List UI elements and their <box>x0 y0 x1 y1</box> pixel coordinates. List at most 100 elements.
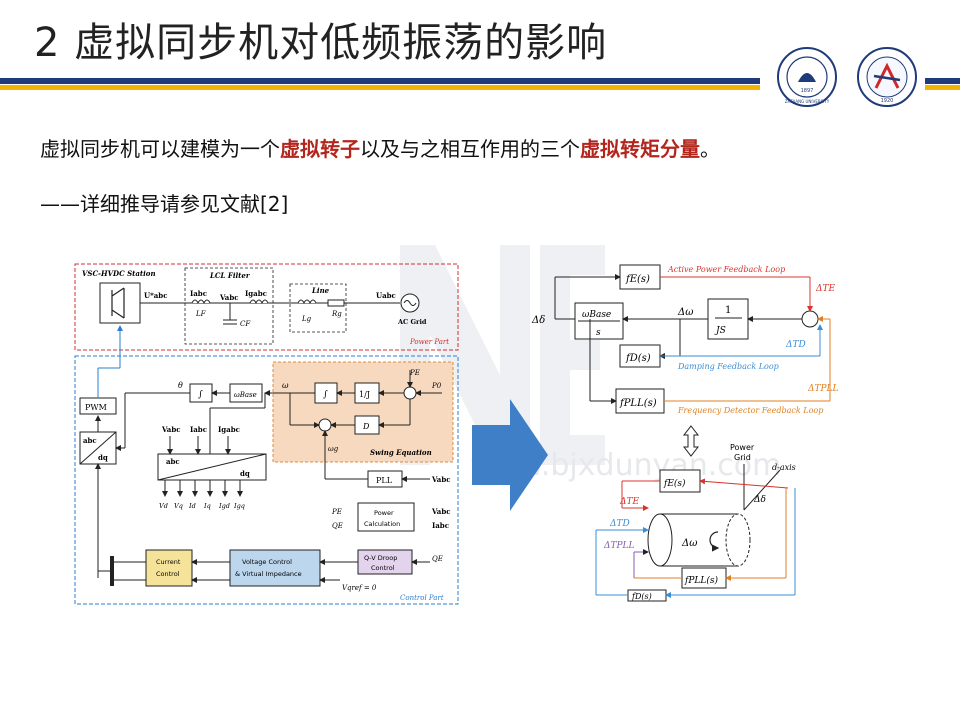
svg-text:Q-V Droop: Q-V Droop <box>364 554 397 562</box>
rotor-dtpll-label: ΔTPLL <box>603 541 635 551</box>
svg-text:Power: Power <box>374 509 394 517</box>
iabc-label: Iabc <box>190 289 207 298</box>
pll-vabc-label: Vabc <box>431 475 450 484</box>
power-grid-label-2: Grid <box>734 453 751 462</box>
svg-text:fD(s): fD(s) <box>631 592 652 601</box>
vabc-label: Vabc <box>219 293 238 302</box>
power-calculation-block <box>357 502 415 532</box>
swing-equation-box <box>272 361 454 463</box>
pc-qe-label: QE <box>332 522 343 530</box>
rotor-end-right <box>725 513 751 567</box>
control-part-frame <box>74 355 459 605</box>
lcl-filter-label: LCL Filter <box>209 271 251 280</box>
qv-qe-label: QE <box>432 555 443 563</box>
zju-logo-year: 1897 <box>801 88 814 94</box>
svg-text:fD(s): fD(s) <box>625 353 651 364</box>
vq-ref-label: Vqref = 0 <box>342 584 377 592</box>
svg-text:abc: abc <box>83 436 97 445</box>
zju-logo: 1897 ZHEJIANG UNIVERSITY <box>777 47 837 107</box>
svg-text:Calculation: Calculation <box>364 520 400 528</box>
equivalence-arrow <box>682 425 700 457</box>
delta-omega-label: Δω <box>677 307 693 318</box>
transform-arrow <box>472 399 548 511</box>
svg-text:dq: dq <box>98 453 108 462</box>
rotor-delta-delta: Δδ <box>753 495 766 505</box>
torque-sum-junction <box>801 310 819 328</box>
title-bar-blue-right <box>925 78 960 84</box>
current-control-block <box>145 549 193 587</box>
control-part-label: Control Part <box>400 594 444 602</box>
lg-label: Lg <box>301 315 312 323</box>
dq-output-3: Iq <box>203 502 211 510</box>
rotor-dte-label: ΔTE <box>619 497 640 507</box>
line-frame <box>289 283 347 333</box>
freq-loop-label: Frequency Detector Feedback Loop <box>677 406 823 415</box>
zju-logo-text: ZHEJIANG UNIVERSITY <box>785 99 830 104</box>
dq-output-2: Id <box>188 502 196 510</box>
omega-g-label: ωg <box>328 445 339 453</box>
vabc-in-label: Vabc <box>161 425 180 434</box>
svg-text:dq: dq <box>240 469 250 478</box>
theta-label: θ <box>178 381 183 390</box>
dq-output-0: Vd <box>159 502 168 510</box>
damping-loop-label: Damping Feedback Loop <box>677 362 779 371</box>
uabc-label: Uabc <box>376 291 396 300</box>
svg-text:fE(s): fE(s) <box>663 478 686 489</box>
svg-text:Current: Current <box>156 558 181 566</box>
sum-junction-1 <box>403 386 417 400</box>
svg-text:fPLL(s): fPLL(s) <box>619 398 657 409</box>
rotor-end-left <box>647 513 673 567</box>
svg-text:1: 1 <box>725 305 731 316</box>
one-over-js-block <box>707 298 749 340</box>
svg-text:∫: ∫ <box>323 390 328 400</box>
delta-delta-label: Δδ <box>531 315 545 326</box>
line-label: Line <box>311 286 330 295</box>
omega-label: ω <box>282 381 289 390</box>
title-bar-blue <box>0 78 760 84</box>
rotor-dtd-label: ΔTD <box>609 519 630 529</box>
igabc-in-label: Igabc <box>218 425 240 434</box>
lf-label: LF <box>195 310 207 318</box>
cf-label: CF <box>240 320 251 328</box>
uabc-star-label: U*abc <box>144 291 167 300</box>
power-grid-label-1: Power <box>730 443 755 452</box>
svg-text:Control: Control <box>156 570 180 578</box>
svg-text:fPLL(s): fPLL(s) <box>684 575 718 586</box>
para-mid: 以及与之相互作用的三个 <box>360 137 580 161</box>
rg-label: Rg <box>331 310 342 318</box>
ac-grid-label: AC Grid <box>397 318 427 326</box>
voltage-control-block <box>229 549 321 587</box>
fe-block <box>619 264 661 290</box>
p0-label: P0 <box>431 382 442 390</box>
pc-vabc-label: Vabc <box>431 507 450 516</box>
watermark-logo <box>400 245 605 465</box>
svg-text:1/J: 1/J <box>359 390 370 399</box>
dq-output-1: Vq <box>174 502 183 510</box>
dq-outputs: Vd Vq Id Iq Igd Igq <box>159 480 245 510</box>
svg-text:ωBase: ωBase <box>234 391 257 399</box>
title-bar-yellow-right <box>925 85 960 90</box>
para-em-torque: 虚拟转矩分量 <box>580 137 700 161</box>
qv-droop-block <box>357 549 413 575</box>
svg-text:Voltage Control: Voltage Control <box>242 558 292 566</box>
svg-text:PWM: PWM <box>85 403 107 412</box>
virtual-rotor-diagram: Power Grid d-axis Δδ Δω fE(s) fPLL(s) fD… <box>595 443 796 602</box>
dq-output-4: Igd <box>218 502 230 510</box>
sum-junction-2 <box>318 418 332 432</box>
college-logo-year: 1920 <box>881 98 894 104</box>
lcl-filter-frame <box>184 267 274 345</box>
svg-text:JS: JS <box>714 326 726 336</box>
dq-output-5: Igq <box>233 502 245 510</box>
title-bar-yellow <box>0 85 760 90</box>
dtd-label: ΔTD <box>785 340 806 350</box>
torque-loop-diagram: fE(s) ωBase s 1 JS fD(s) fPLL(s) Δω Δδ A… <box>531 264 839 415</box>
d-axis-label: d-axis <box>772 463 796 472</box>
vsm-block-diagram: VSC-HVDC Station Power Part LCL Filter L… <box>74 263 459 605</box>
power-part-label: Power Part <box>409 338 449 346</box>
igabc-label: Igabc <box>245 289 267 298</box>
svg-text:s: s <box>596 328 601 338</box>
svg-text:fE(s): fE(s) <box>625 274 650 285</box>
pc-iabc-label: Iabc <box>432 521 449 530</box>
vsc-station-label: VSC-HVDC Station <box>82 269 156 278</box>
svg-text:PLL: PLL <box>376 476 393 485</box>
